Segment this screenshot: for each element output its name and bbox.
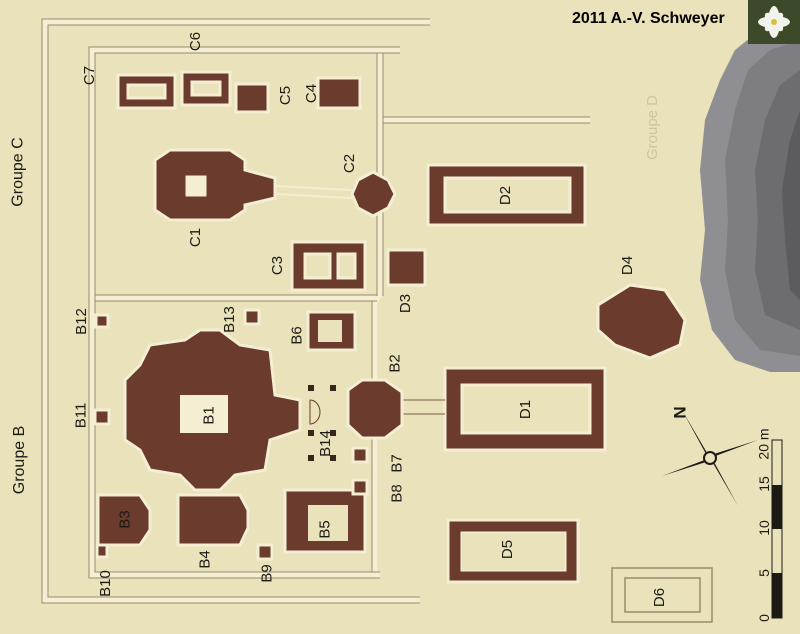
c7-building [116, 73, 177, 110]
c4-building [316, 76, 362, 110]
group-d-label: Groupe D [644, 94, 662, 161]
b9-label: B9 [258, 564, 276, 583]
b13-building [243, 308, 261, 326]
scale-tick-0: 0 [755, 614, 772, 622]
scale-bar [771, 439, 783, 619]
d5-infill [462, 533, 565, 570]
scale-tick-20: 20 m [755, 428, 772, 460]
d4-building [596, 283, 687, 360]
b5-sanctum [308, 505, 348, 541]
b12-label: B12 [72, 308, 90, 335]
b9-building [256, 543, 274, 561]
b6-label: B6 [288, 326, 306, 345]
c5-building [234, 82, 270, 114]
b4-label: B4 [196, 550, 214, 569]
d1-building [443, 366, 607, 452]
c1-sanctum [184, 174, 208, 198]
d4-label: D4 [619, 255, 637, 276]
b5-label: B5 [316, 520, 334, 539]
b10-building [95, 543, 109, 559]
c7-label: C7 [81, 65, 99, 86]
scale-tick-10: 10 [755, 520, 772, 536]
b10-label: B10 [96, 570, 114, 597]
compass-rose [662, 410, 758, 506]
b11-building [93, 408, 111, 426]
scale-tick-5: 5 [755, 569, 772, 577]
d3-label: D3 [397, 293, 415, 314]
d3-building [386, 248, 427, 287]
group-b-label: Groupe B [11, 425, 29, 495]
north-label: N [670, 406, 690, 419]
b2-label: B2 [386, 354, 404, 373]
c6-label: C6 [187, 31, 205, 52]
b11-label: B11 [72, 402, 90, 429]
c2-building [350, 170, 397, 218]
b6-sanctum [318, 320, 342, 342]
group-c-label: Groupe C [9, 137, 27, 207]
d2-label: D2 [497, 185, 515, 206]
b7-label: B7 [388, 454, 406, 473]
scale-tick-15: 15 [755, 476, 772, 492]
b13-label: B13 [220, 306, 238, 333]
b1-interior [180, 395, 321, 433]
c6-building [180, 70, 232, 107]
group-c-buildings [116, 70, 397, 292]
c1-c2-causeway [274, 185, 353, 199]
b3-label: B3 [116, 510, 134, 529]
c3-label: C3 [269, 255, 287, 276]
b2-building [346, 378, 404, 440]
flower-photo-icon [748, 0, 800, 44]
d1-label: D1 [517, 399, 535, 420]
b1-label: B1 [200, 406, 218, 425]
b4-building [176, 493, 250, 547]
c4-label: C4 [303, 83, 321, 104]
hill-contours [700, 20, 800, 372]
c3-building [290, 240, 367, 292]
d5-label: D5 [499, 539, 517, 560]
b14-pillars [308, 385, 336, 461]
b7-building [351, 446, 369, 464]
c1-building [153, 148, 277, 222]
c1-label: C1 [187, 227, 205, 248]
d2-building [426, 163, 587, 227]
b2-d1-causeway [402, 399, 445, 415]
d6-label: D6 [651, 587, 669, 608]
b14-label: B14 [316, 430, 334, 457]
d6-enclosure [611, 567, 713, 623]
b12-building [94, 313, 110, 329]
group-d-buildings [386, 163, 687, 584]
b8-label: B8 [388, 484, 406, 503]
enclosure-wall-lines [41, 18, 590, 604]
credit-text: 2011 A.-V. Schweyer [572, 10, 725, 27]
b8-building [351, 478, 369, 496]
group-b-buildings [93, 308, 404, 561]
c2-label: C2 [341, 153, 359, 174]
c5-label: C5 [277, 85, 295, 106]
